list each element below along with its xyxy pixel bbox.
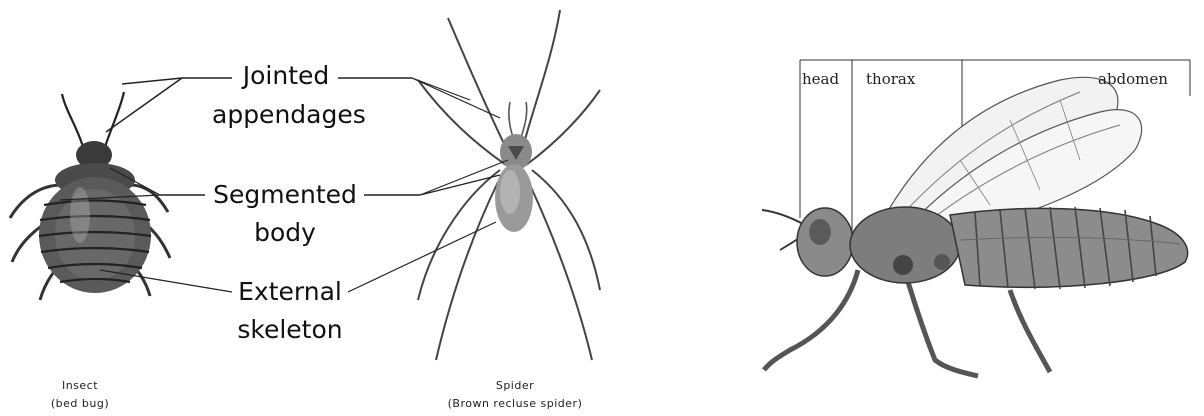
skeleton-label: skeleton [232, 315, 348, 345]
winged-insect-illustration [762, 60, 1190, 376]
head-segment-label: head [802, 70, 839, 88]
thorax-segment-label: thorax [866, 70, 915, 88]
appendages-label: appendages [212, 100, 364, 130]
insect-caption: Insect [30, 378, 130, 393]
segmented-label: Segmented [205, 180, 365, 210]
spider-caption: Spider [440, 378, 590, 393]
body-label: body [240, 218, 330, 248]
external-label: External [232, 277, 348, 307]
spider-caption-sub: (Brown recluse spider) [410, 396, 620, 411]
abdomen-segment-label: abdomen [1098, 70, 1168, 88]
insect-caption-sub: (bed bug) [30, 396, 130, 411]
jointed-label: Jointed [232, 61, 340, 91]
